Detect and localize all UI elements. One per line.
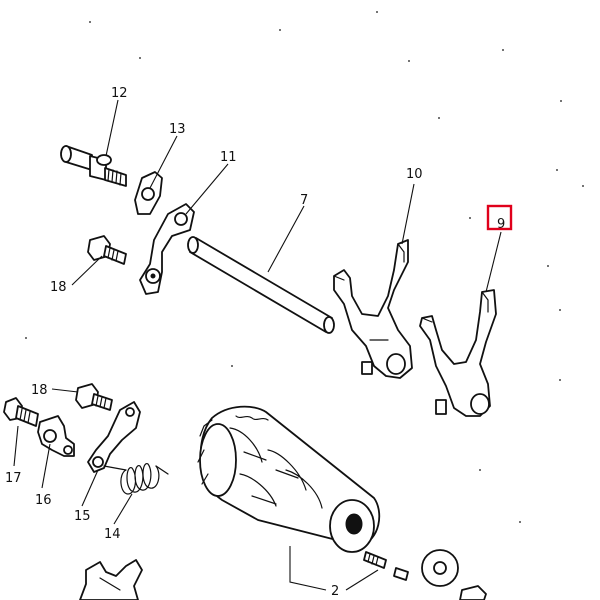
label-12: 12 [111,86,128,101]
leader-lines [13,99,502,591]
label-16: 16 [35,493,52,508]
part-10-shift-fork [333,239,413,379]
label-7: 7 [300,193,308,208]
label-18-upper: 18 [50,280,67,295]
label-9: 9 [497,217,505,232]
label-10: 10 [406,167,423,182]
label-2: 2 [331,584,339,599]
part-15-lever [87,401,141,473]
part-9-shift-fork [419,289,497,417]
part-11-stopper-lever [139,203,195,295]
label-17: 17 [5,471,22,486]
part-2-pin-and-screw [363,549,487,600]
label-14: 14 [104,527,121,542]
label-18-lower: 18 [31,383,48,398]
label-15: 15 [74,509,91,524]
part-18-bolt-lower [75,383,113,411]
part-7-guide-bar [187,236,335,334]
part-12-bolt [60,145,127,187]
part-18-bolt-upper [87,235,127,265]
scan-speckles [25,11,584,523]
label-13: 13 [169,122,186,137]
part-13-washer [134,171,163,215]
label-11: 11 [220,150,237,165]
part-14-spring [103,463,169,495]
highlight-box [486,204,513,231]
shift-drum [197,405,381,553]
part-16-stopper-plate [37,415,75,457]
part-number-labels: 12 13 11 10 9 7 18 18 17 16 15 14 2 [5,86,505,599]
lower-shift-fork-partial [79,559,143,600]
part-17-bolt [3,397,39,427]
